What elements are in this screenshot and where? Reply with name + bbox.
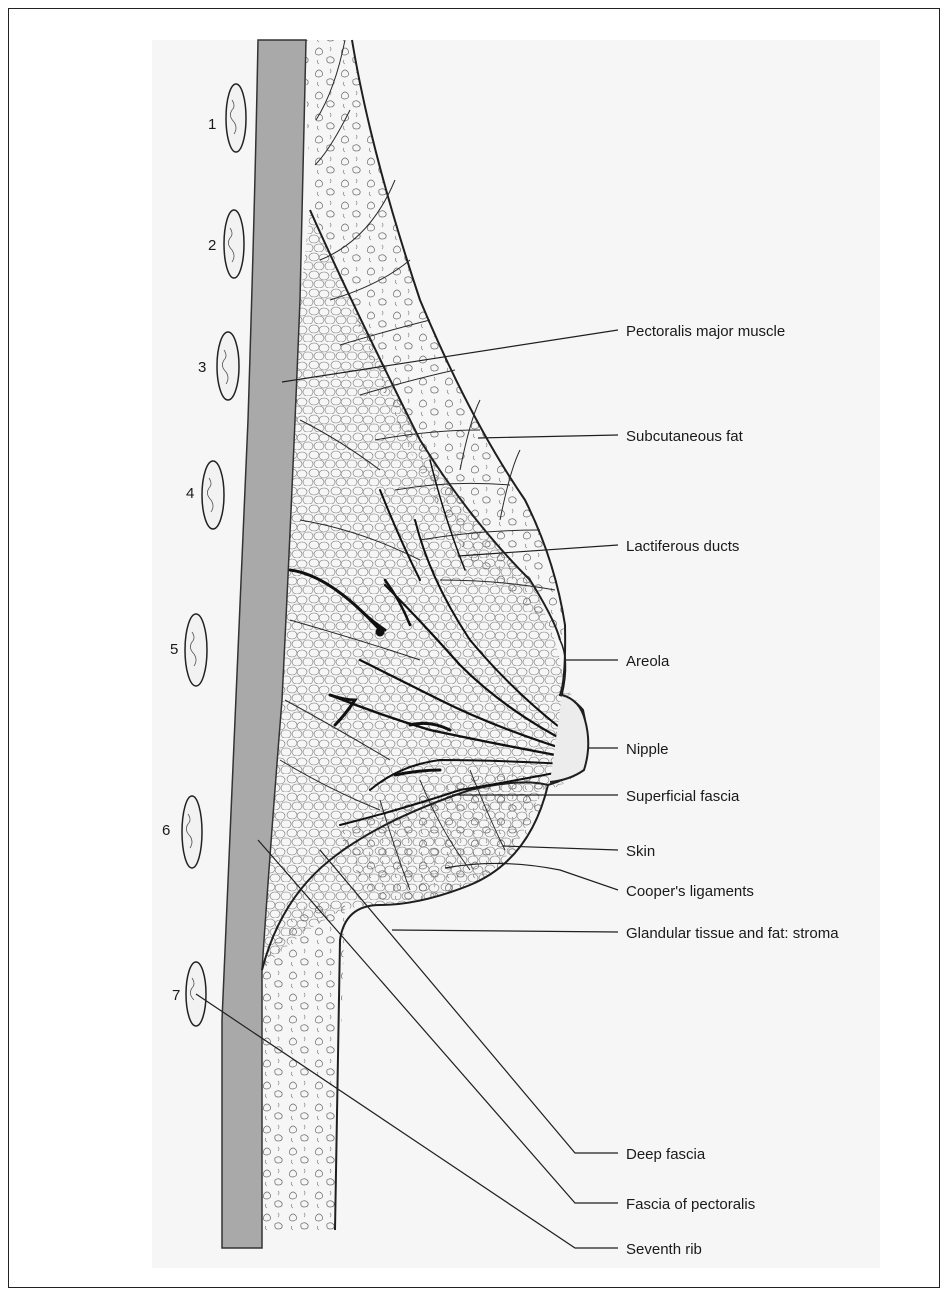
rib-number-3: 3 (198, 359, 206, 376)
rib-1 (226, 84, 246, 152)
rib-number-6: 6 (162, 822, 170, 839)
label-coopers-ligaments: Cooper's ligaments (626, 883, 754, 900)
rib-number-4: 4 (186, 485, 194, 502)
label-subcutaneous-fat: Subcutaneous fat (626, 428, 744, 445)
label-seventh-rib: Seventh rib (626, 1241, 702, 1258)
label-fascia-of-pectoralis: Fascia of pectoralis (626, 1196, 755, 1213)
rib-number-2: 2 (208, 237, 216, 254)
label-pectoralis-major-muscle: Pectoralis major muscle (626, 323, 785, 340)
label-deep-fascia: Deep fascia (626, 1146, 706, 1163)
rib-5 (185, 614, 207, 686)
rib-3 (217, 332, 239, 400)
label-nipple: Nipple (626, 741, 669, 758)
label-glandular-tissue: Glandular tissue and fat: stroma (626, 925, 839, 942)
rib-number-5: 5 (170, 641, 178, 658)
label-skin: Skin (626, 843, 655, 860)
rib-number-1: 1 (208, 116, 216, 133)
rib-6 (182, 796, 202, 868)
rib-number-7: 7 (172, 987, 180, 1004)
label-areola: Areola (626, 653, 670, 670)
rib-2 (224, 210, 244, 278)
rib-4 (202, 461, 224, 529)
label-superficial-fascia: Superficial fascia (626, 788, 740, 805)
label-lactiferous-ducts: Lactiferous ducts (626, 538, 739, 555)
